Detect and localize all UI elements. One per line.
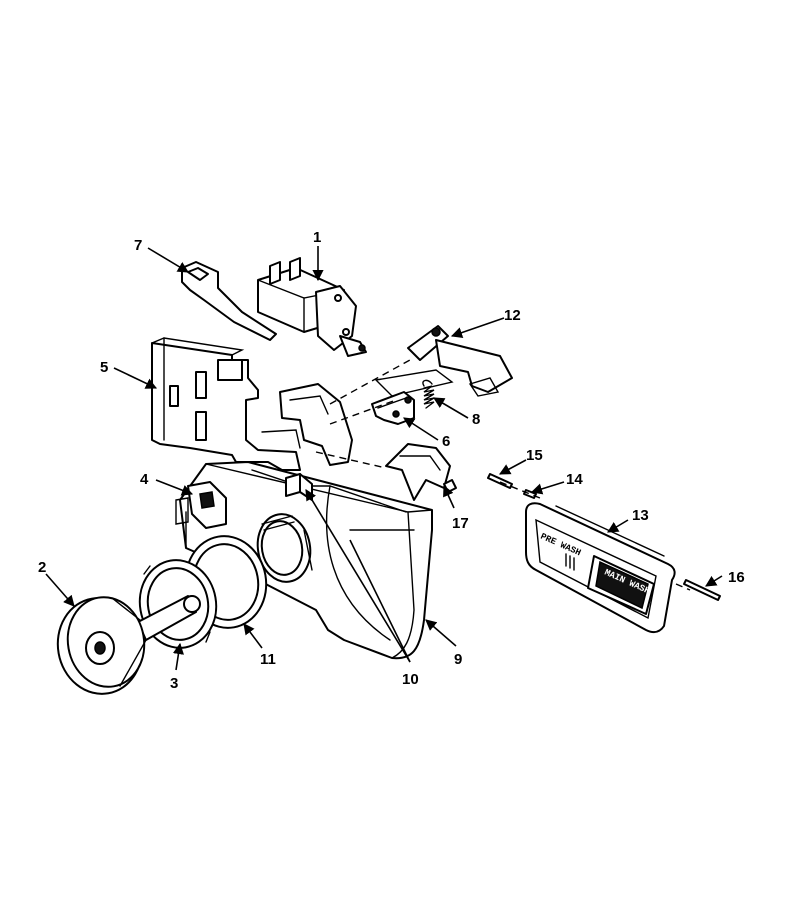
part-insert — [175, 481, 227, 529]
part-pin-16 — [683, 579, 721, 601]
callout-1: 1 — [313, 229, 321, 246]
callout-7: 7 — [134, 237, 142, 254]
part-lever — [181, 261, 277, 341]
assembly-lines — [315, 359, 691, 591]
callout-12: 12 — [504, 307, 521, 324]
callout-labels: 1 2 3 4 5 6 7 8 9 10 11 12 13 14 15 16 1… — [38, 229, 745, 692]
callout-16: 16 — [728, 569, 745, 586]
callout-3: 3 — [170, 675, 178, 692]
callout-11: 11 — [260, 651, 276, 668]
callout-13: 13 — [632, 507, 649, 524]
part-bracket — [151, 337, 353, 471]
callout-9: 9 — [454, 651, 462, 668]
leader-lines — [45, 246, 723, 671]
callout-10: 10 — [402, 671, 419, 688]
callout-6: 6 — [442, 433, 450, 450]
part-pin-15 — [487, 473, 513, 489]
part-switch — [257, 257, 367, 357]
callout-15: 15 — [526, 447, 543, 464]
part-catch — [385, 443, 457, 501]
part-knob — [56, 595, 201, 695]
callout-5: 5 — [100, 359, 108, 376]
part-spring — [422, 379, 435, 409]
callout-8: 8 — [472, 411, 480, 428]
callout-4: 4 — [140, 471, 149, 488]
part-cup-opening — [256, 513, 313, 583]
callout-17: 17 — [452, 515, 469, 532]
part-detergent-lid: PRE WASH MAIN WASH — [525, 502, 676, 634]
part-latch — [371, 391, 415, 425]
part-wire-bracket — [374, 325, 513, 397]
callout-14: 14 — [566, 471, 583, 488]
callout-2: 2 — [38, 559, 46, 576]
